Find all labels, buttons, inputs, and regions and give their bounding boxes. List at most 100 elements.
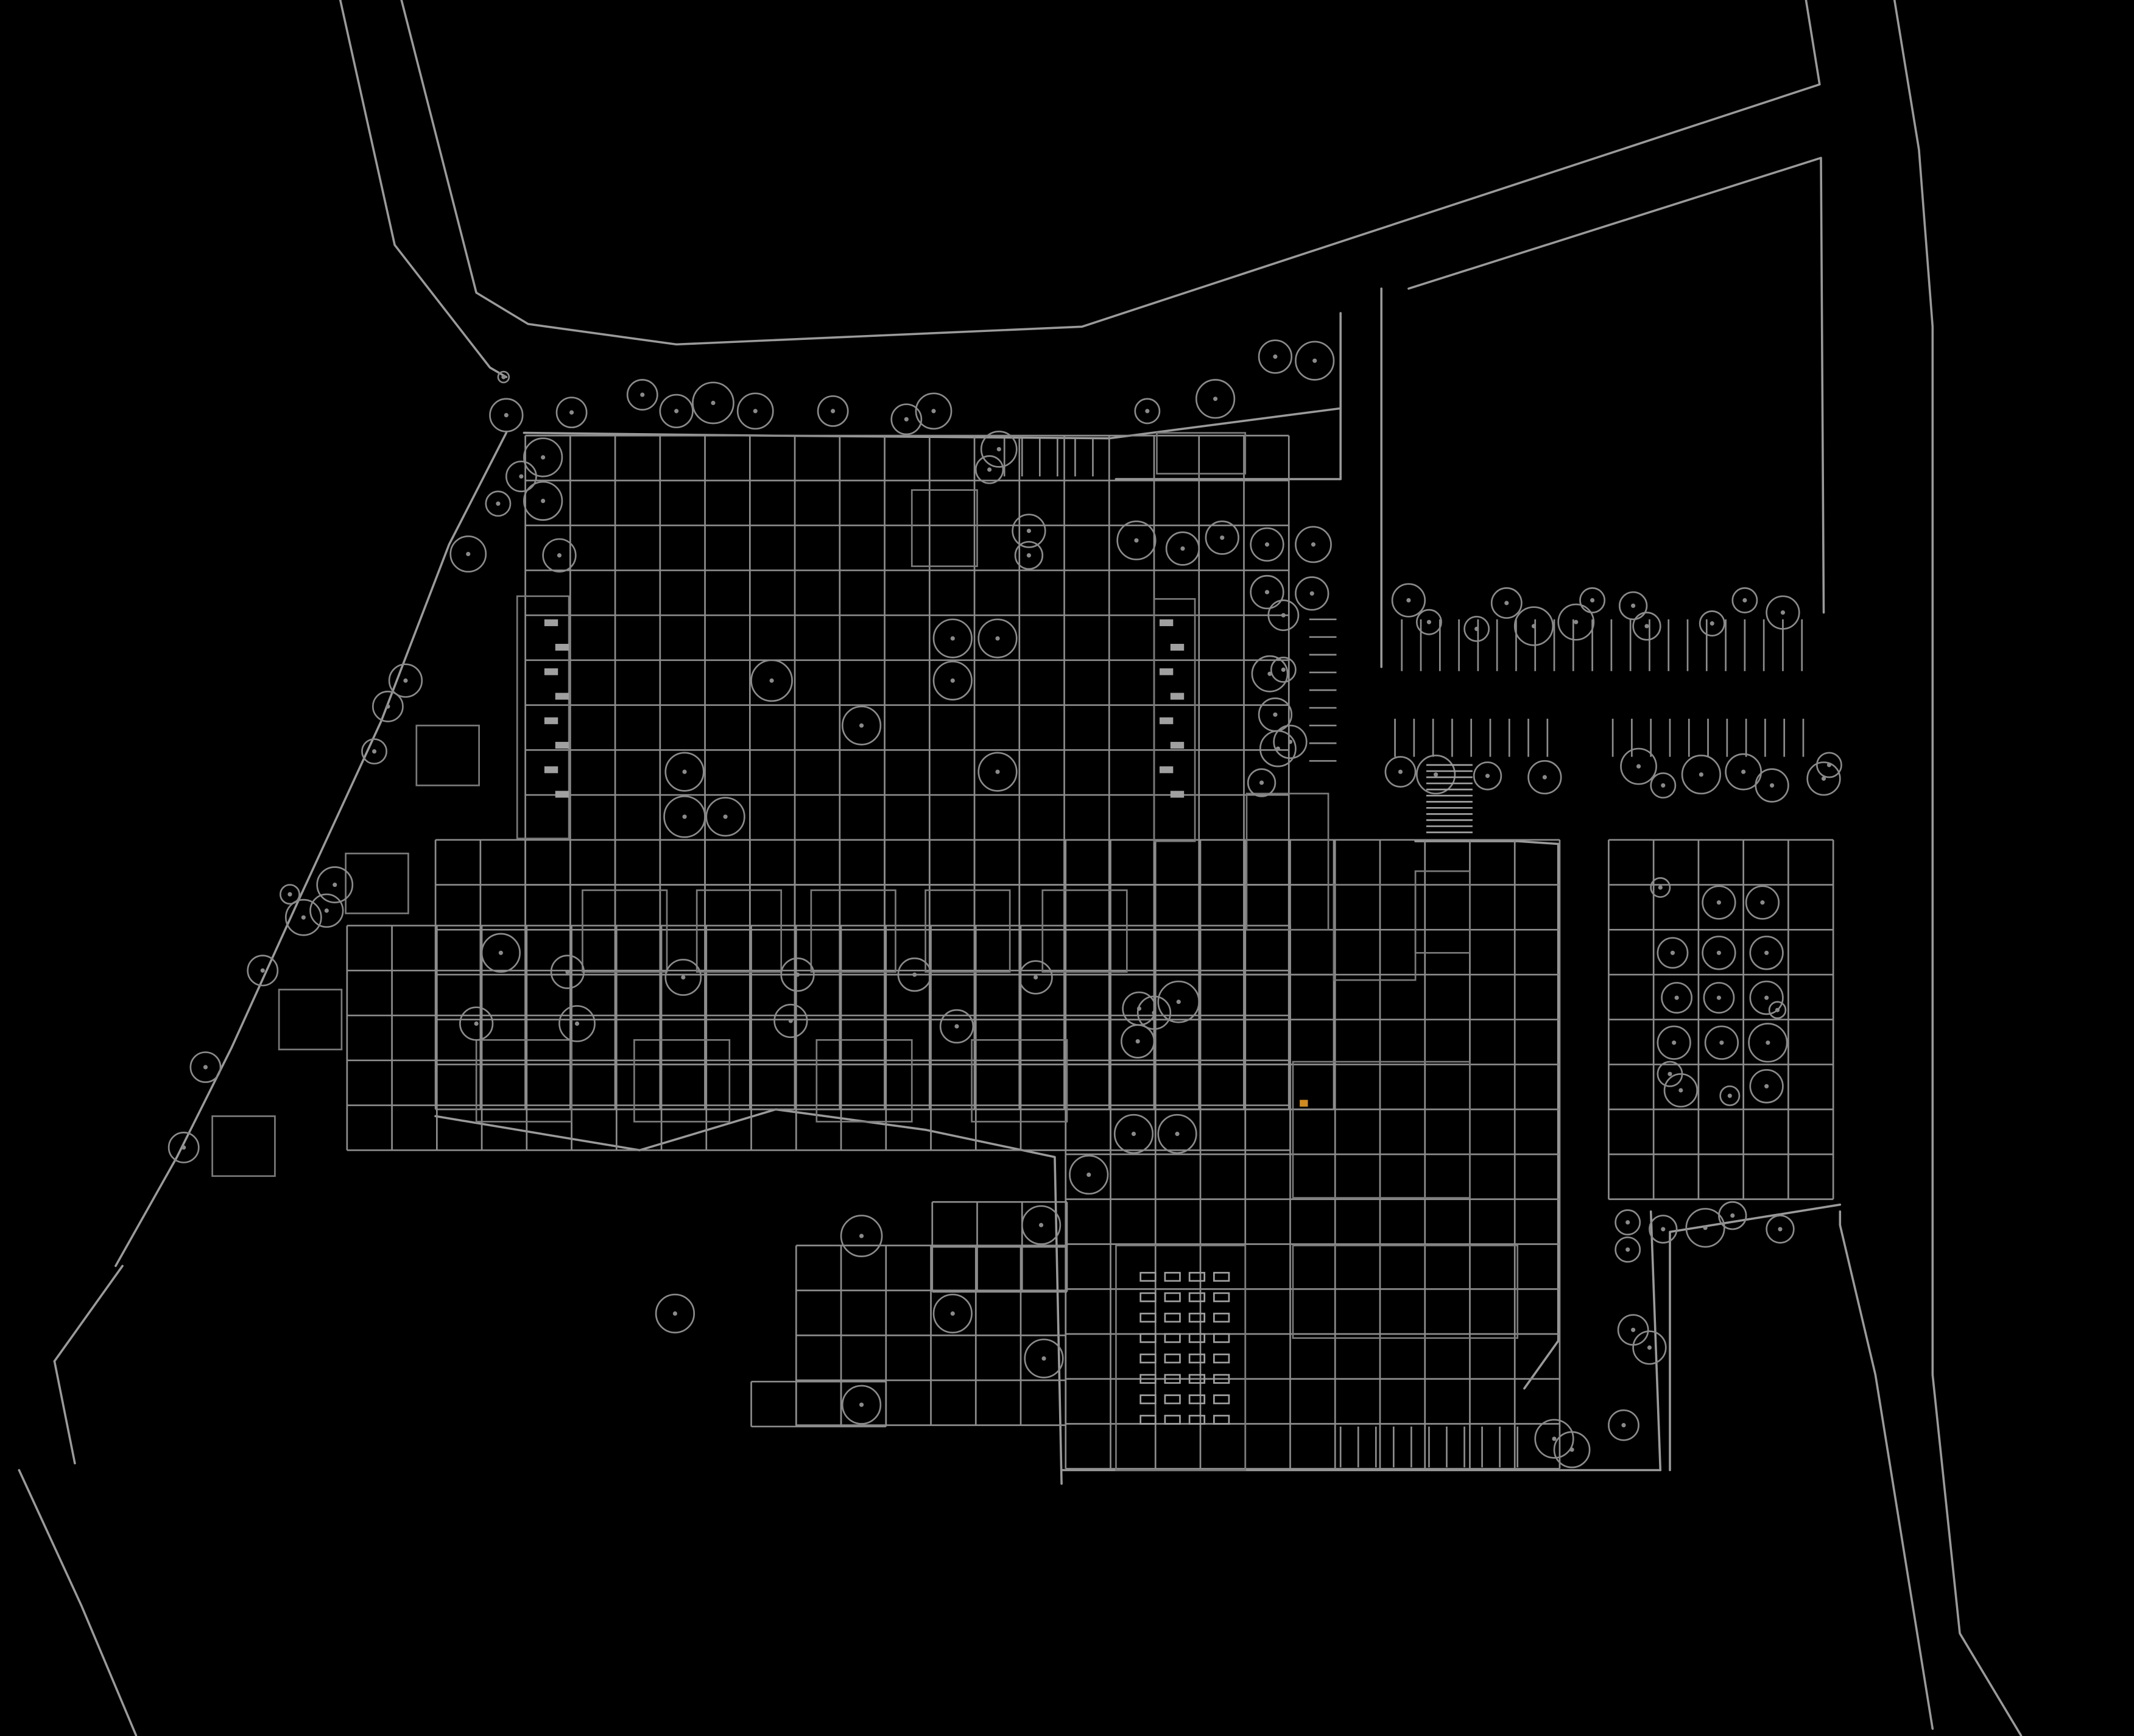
tree-trunk-42 — [1574, 619, 1579, 624]
tree-canopy-124 — [1615, 1236, 1641, 1263]
tree-trunk-4 — [711, 400, 716, 406]
building-outline-0 — [516, 595, 570, 839]
building-outline-4 — [810, 889, 896, 973]
tree-canopy-47 — [1731, 587, 1758, 613]
tree-trunk-95 — [1086, 1172, 1091, 1177]
tree-canopy-99 — [932, 1293, 973, 1334]
tree-canopy-49 — [1384, 756, 1417, 788]
buildings-layer — [211, 432, 1519, 1471]
tree-canopy-122 — [1718, 1201, 1747, 1230]
tree-trunk-121 — [1703, 1226, 1708, 1230]
tree-trunk-114 — [1766, 1040, 1770, 1045]
tree-trunk-130 — [501, 375, 506, 379]
seat-4-3 — [1213, 1353, 1230, 1364]
tree-canopy-126 — [1632, 1330, 1667, 1365]
fixture-west-6 — [544, 766, 558, 774]
building-outline-15 — [1245, 792, 1329, 931]
road-edge-9 — [53, 1360, 76, 1465]
fixture-west-2 — [544, 668, 558, 676]
tree-canopy-91 — [1157, 980, 1200, 1023]
tree-trunk-33 — [1273, 712, 1278, 717]
seat-0-3 — [1213, 1272, 1230, 1282]
tree-trunk-9 — [996, 446, 1001, 452]
tree-trunk-106 — [1716, 950, 1721, 955]
fixture-east-3 — [1170, 693, 1185, 700]
tree-trunk-71 — [995, 636, 1000, 641]
tree-trunk-79 — [498, 950, 503, 955]
tree-trunk-73 — [769, 678, 774, 683]
seat-5-2 — [1188, 1374, 1206, 1384]
seat-7-0 — [1139, 1414, 1157, 1425]
tree-trunk-93 — [1131, 1131, 1136, 1137]
fixture-east-7 — [1170, 791, 1185, 798]
tree-canopy-35 — [1273, 724, 1308, 760]
tree-canopy-29 — [1295, 576, 1329, 611]
building-outline-22 — [910, 489, 978, 567]
tree-trunk-129 — [1621, 1423, 1626, 1428]
tree-canopy-50 — [1415, 754, 1456, 795]
building-outline-1 — [1153, 598, 1196, 842]
tree-canopy-90 — [1136, 995, 1172, 1030]
seat-2-0 — [1139, 1313, 1157, 1323]
tree-canopy-38 — [1415, 609, 1442, 635]
tree-trunk-36 — [1259, 780, 1264, 785]
tree-trunk-35 — [1287, 739, 1293, 744]
building-outline-10 — [971, 1039, 1068, 1123]
tree-trunk-62 — [372, 749, 377, 754]
furniture-layer — [544, 619, 1473, 1425]
tree-canopy-32 — [1270, 657, 1297, 683]
tree-trunk-83 — [912, 972, 917, 977]
seat-7-2 — [1188, 1414, 1206, 1425]
building-outline-5 — [924, 889, 1011, 973]
tree-trunk-116 — [1678, 1088, 1683, 1093]
tree-canopy-11 — [1134, 398, 1161, 425]
road-edge-10 — [53, 1265, 124, 1363]
road-edge-8 — [18, 1469, 138, 1736]
tree-trunk-109 — [1716, 995, 1721, 1000]
tree-canopy-77 — [705, 797, 745, 837]
tree-canopy-43 — [1579, 587, 1606, 613]
tree-canopy-75 — [664, 752, 705, 792]
tree-trunk-13 — [1273, 354, 1278, 359]
tree-trunk-24 — [1180, 546, 1185, 551]
tree-canopy-64 — [309, 893, 344, 928]
tree-canopy-123 — [1766, 1215, 1795, 1244]
tree-trunk-29 — [1309, 591, 1314, 596]
tree-trunk-126 — [1647, 1345, 1652, 1350]
tree-canopy-105 — [1657, 937, 1689, 969]
tree-trunk-26 — [1264, 542, 1270, 547]
tree-canopy-117 — [1719, 1085, 1741, 1106]
tree-trunk-39 — [1474, 626, 1479, 632]
tree-trunk-8 — [931, 409, 936, 414]
tree-trunk-7 — [904, 417, 909, 422]
tree-trunk-105 — [1670, 950, 1675, 955]
tree-canopy-59 — [1815, 752, 1842, 778]
tree-trunk-119 — [1625, 1220, 1630, 1225]
tree-canopy-53 — [1620, 747, 1657, 785]
building-outline-19 — [1333, 884, 1417, 981]
tree-trunk-38 — [1426, 619, 1432, 624]
tree-trunk-56 — [1741, 769, 1746, 774]
tree-canopy-16 — [505, 460, 537, 493]
seat-1-3 — [1213, 1292, 1230, 1302]
tree-canopy-61 — [372, 690, 404, 722]
tree-trunk-75 — [682, 769, 687, 774]
seat-1-2 — [1188, 1292, 1206, 1302]
tree-canopy-118 — [1749, 1069, 1784, 1104]
tree-trunk-49 — [1398, 769, 1403, 774]
fixture-east-6 — [1159, 766, 1174, 774]
tree-canopy-9 — [980, 431, 1018, 468]
tree-trunk-66 — [287, 892, 292, 897]
tree-trunk-64 — [324, 908, 329, 913]
tree-trunk-11 — [1145, 409, 1150, 414]
tree-canopy-23 — [1116, 520, 1157, 560]
tree-canopy-44 — [1618, 591, 1648, 621]
building-outline-7 — [475, 1039, 572, 1123]
seat-3-1 — [1164, 1333, 1181, 1343]
tree-canopy-41 — [1513, 606, 1554, 646]
tree-trunk-23 — [1134, 538, 1139, 543]
road-edge-6 — [1669, 1203, 1842, 1472]
site-boundary-2 — [1115, 312, 1342, 481]
tree-trunk-51 — [1485, 774, 1490, 778]
